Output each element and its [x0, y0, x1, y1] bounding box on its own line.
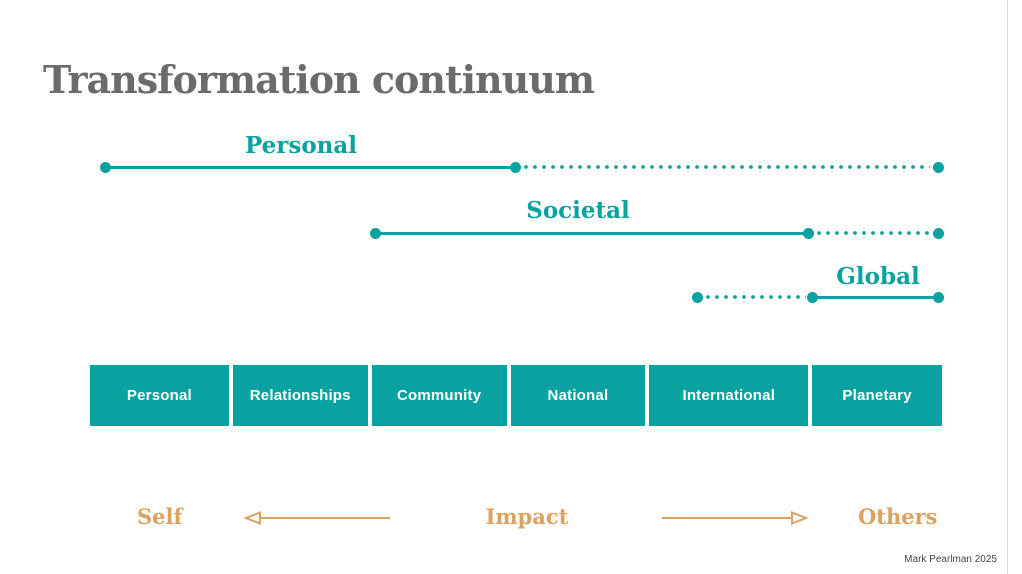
line-solid-segment [812, 296, 938, 299]
scale-box-planetary: Planetary [812, 365, 943, 426]
line-midpoint-dot [510, 162, 521, 173]
line-dotted-segment [524, 165, 930, 169]
scale-box-relationships: Relationships [232, 365, 368, 426]
scale-box-community: Community [371, 365, 507, 426]
line-endpoint-dot [692, 292, 703, 303]
continuum-label-global: Global [836, 263, 920, 290]
scale-boxes-row: Personal Relationships Community Nationa… [90, 365, 943, 426]
line-solid-segment [105, 166, 515, 169]
arrow-right-icon [662, 511, 809, 525]
line-solid-segment [375, 232, 808, 235]
continuum-label-personal: Personal [244, 132, 358, 159]
axis-label-impact: Impact [485, 504, 569, 529]
page-title: Transformation continuum [43, 57, 595, 102]
attribution-text: Mark Pearlman 2025 [904, 554, 997, 565]
scale-box-national: National [510, 365, 646, 426]
continuum-label-societal: Societal [526, 197, 630, 224]
line-midpoint-dot [803, 228, 814, 239]
axis-label-others: Others [858, 504, 938, 529]
line-dotted-segment [706, 295, 806, 299]
arrow-left-icon [243, 511, 390, 525]
line-endpoint-dot [933, 228, 944, 239]
line-endpoint-dot [933, 162, 944, 173]
scale-box-personal: Personal [90, 365, 229, 426]
scale-box-international: International [649, 365, 809, 426]
line-dotted-segment [817, 231, 930, 235]
line-endpoint-dot [933, 292, 944, 303]
axis-label-self: Self [137, 504, 183, 529]
slide-right-edge-divider [1007, 0, 1008, 574]
